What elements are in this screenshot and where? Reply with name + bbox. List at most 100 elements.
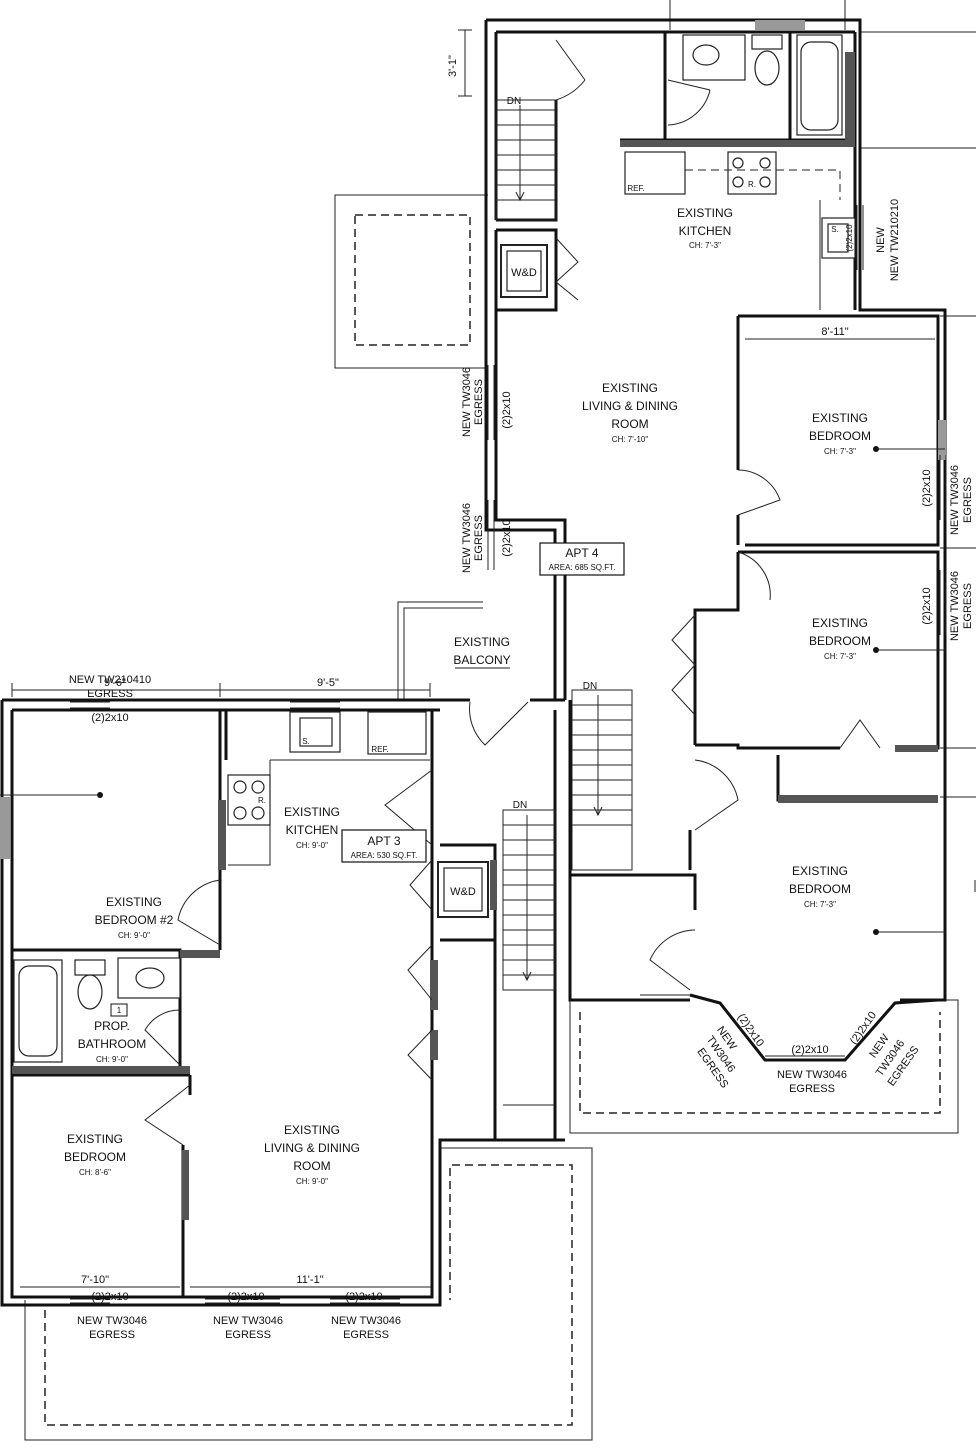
apt4-washer-dryer: [500, 244, 548, 298]
apt3-kitchen-name: EXISTING: [284, 805, 340, 819]
apt3-wd-label: W&D: [450, 886, 476, 898]
apt3-living-name2: LIVING & DINING: [264, 1141, 360, 1155]
win-tag-bottom-3-header: (2)2x10: [345, 1291, 382, 1303]
apt4-sink-label: S.: [831, 225, 839, 234]
apt3-bathroom-name2: BATHROOM: [78, 1037, 146, 1051]
win-tag-kitchen-type: NEW: [875, 227, 887, 253]
dim-bedroom2-width: 9'-6": [104, 677, 126, 689]
apt4-name: APT 4: [565, 546, 598, 560]
apt3-bedroom-name: EXISTING: [67, 1132, 123, 1146]
apt4-area: AREA: 685 SQ.FT.: [549, 563, 616, 572]
stair-dn-label-main: DN: [583, 681, 597, 692]
apt3-bathroom-tag: 1: [117, 1006, 122, 1015]
apt4-kitchen-name: EXISTING: [677, 206, 733, 220]
apt3-bathroom-name: PROP.: [94, 1019, 130, 1033]
win-tag-living-upper-header: (2)2x10: [501, 391, 513, 428]
win-tag-bottom-3-egress: EGRESS: [343, 1329, 389, 1341]
apt4-bed-b-ch: CH: 7'-3": [824, 652, 856, 661]
apt4-bed-a-ch: CH: 7'-3": [824, 447, 856, 456]
apt4-kitchen-header: (2)2x10: [845, 224, 854, 252]
windows: [70, 205, 947, 1304]
apt3-bedroom2-name: EXISTING: [106, 895, 162, 909]
dimension-lines: [11, 0, 976, 1288]
apt4-bed-c-name2: BEDROOM: [789, 882, 851, 896]
stair-apt3: [502, 809, 556, 1106]
apt4-range-label: R.: [748, 180, 756, 189]
apt3-washer-dryer: [437, 861, 489, 918]
win-tag-bottom-1-type: NEW TW3046: [77, 1315, 147, 1327]
stair-dn-label-upper: DN: [507, 96, 521, 107]
apt3-living-ch: CH: 9'-0": [296, 1177, 328, 1186]
dim-living-width: 11'-1": [296, 1274, 323, 1286]
win-tag-bed-a-egress: EGRESS: [962, 477, 974, 523]
win-tag-bed-b-type: NEW TW3046: [949, 571, 961, 641]
win-tag-bottom-1-egress: EGRESS: [89, 1329, 135, 1341]
stair-apt4-main: [571, 689, 633, 871]
win-tag-bottom-1-header: (2)2x10: [91, 1291, 128, 1303]
apt3-bathroom-tag-box: [110, 1003, 128, 1017]
win-tag-kitchen-type2: NEW TW210210: [889, 199, 901, 281]
apt3-living-name: EXISTING: [284, 1123, 340, 1137]
apt4-bed-a-name2: BEDROOM: [809, 429, 871, 443]
win-tag-bay-center-egress: EGRESS: [789, 1083, 835, 1095]
apt3-bedroom-ch: CH: 8'-6": [79, 1168, 111, 1177]
apt4-living-name: EXISTING: [602, 381, 658, 395]
win-tag-bottom-3-type: NEW TW3046: [331, 1315, 401, 1327]
win-tag-bottom-2-type: NEW TW3046: [213, 1315, 283, 1327]
apt3-bedroom2-ch: CH: 9'-0": [118, 931, 150, 940]
apt4-bed-b-name2: BEDROOM: [809, 634, 871, 648]
apt3-sink-label: S.: [302, 737, 310, 746]
win-tag-living-upper-egress: EGRESS: [473, 379, 485, 425]
dim-bedroom-width: 7'-10": [81, 1274, 109, 1286]
win-tag-bay-center-type: NEW TW3046: [777, 1069, 847, 1081]
apt4-living-ch: CH: 7'-10": [612, 435, 649, 444]
hatched-walls: [0, 20, 946, 1220]
apt4-kitchen-ch: CH: 7'-3": [689, 241, 721, 250]
dim-bedroom-a-width: 8'-11": [821, 326, 848, 338]
apt3-kitchen-name2: KITCHEN: [286, 823, 339, 837]
win-tag-bay-center-header: (2)2x10: [791, 1044, 828, 1056]
win-tag-bedroom2-type: NEW TW210410: [69, 674, 151, 686]
porch-outlines: [24, 194, 959, 1441]
apt4-living-name3: ROOM: [611, 417, 648, 431]
apt3-bedroom-name2: BEDROOM: [64, 1150, 126, 1164]
apt3-ref-label: REF.: [371, 745, 388, 754]
apt4-bed-a-name: EXISTING: [812, 411, 868, 425]
stair-dn-label-apt3: DN: [513, 800, 527, 811]
win-tag-bed-b-egress: EGRESS: [962, 583, 974, 629]
win-tag-bed-a-header: (2)2x10: [921, 469, 933, 506]
win-tag-bottom-2-egress: EGRESS: [225, 1329, 271, 1341]
apt3-kitchen-ch: CH: 9'-0": [296, 841, 328, 850]
apt4-living-name2: LIVING & DINING: [582, 399, 678, 413]
dim-kitchen-width: 9'-5": [317, 677, 339, 689]
apt3-kitchen-fixtures: [227, 711, 430, 866]
win-tag-bottom-2-header: (2)2x10: [227, 1291, 264, 1303]
apt4-kitchen-fixtures: [624, 151, 856, 310]
win-tag-bed-b-header: (2)2x10: [921, 587, 933, 624]
apt4-area-box: [539, 542, 625, 576]
apt3-area-box: [341, 829, 427, 863]
apt4-balcony-name2: BALCONY: [453, 653, 510, 667]
apt3-area: AREA: 530 SQ.FT.: [351, 851, 418, 860]
apt4-bed-b-name: EXISTING: [812, 616, 868, 630]
win-tag-bedroom2-header: (2)2x10: [91, 712, 128, 724]
win-tag-living-upper-type: NEW TW3046: [461, 367, 473, 437]
apt4-balcony-name: EXISTING: [454, 635, 510, 649]
apt4-bed-c-name: EXISTING: [792, 864, 848, 878]
win-tag-bedroom2-egress: EGRESS: [87, 688, 133, 700]
win-tag-bed-a-type: NEW TW3046: [949, 465, 961, 535]
win-tag-living-lower-header: (2)2x10: [501, 519, 513, 556]
apt4-kitchen-name2: KITCHEN: [679, 224, 732, 238]
apt3-range-label: R.: [258, 796, 266, 805]
win-tag-living-lower-type: NEW TW3046: [461, 503, 473, 573]
apt3-bath-fixtures: [13, 957, 181, 1063]
win-tag-living-lower-egress: EGRESS: [473, 515, 485, 561]
stair-apt4-upper: [495, 99, 557, 221]
apt3-name: APT 3: [367, 834, 400, 848]
doors: [144, 39, 881, 1146]
apt4-wd-label: W&D: [511, 267, 537, 279]
apt3-bathroom-ch: CH: 9'-0": [96, 1055, 128, 1064]
apt4-ref-label: REF.: [627, 184, 644, 193]
apt3-bedroom2-name2: BEDROOM #2: [95, 913, 174, 927]
